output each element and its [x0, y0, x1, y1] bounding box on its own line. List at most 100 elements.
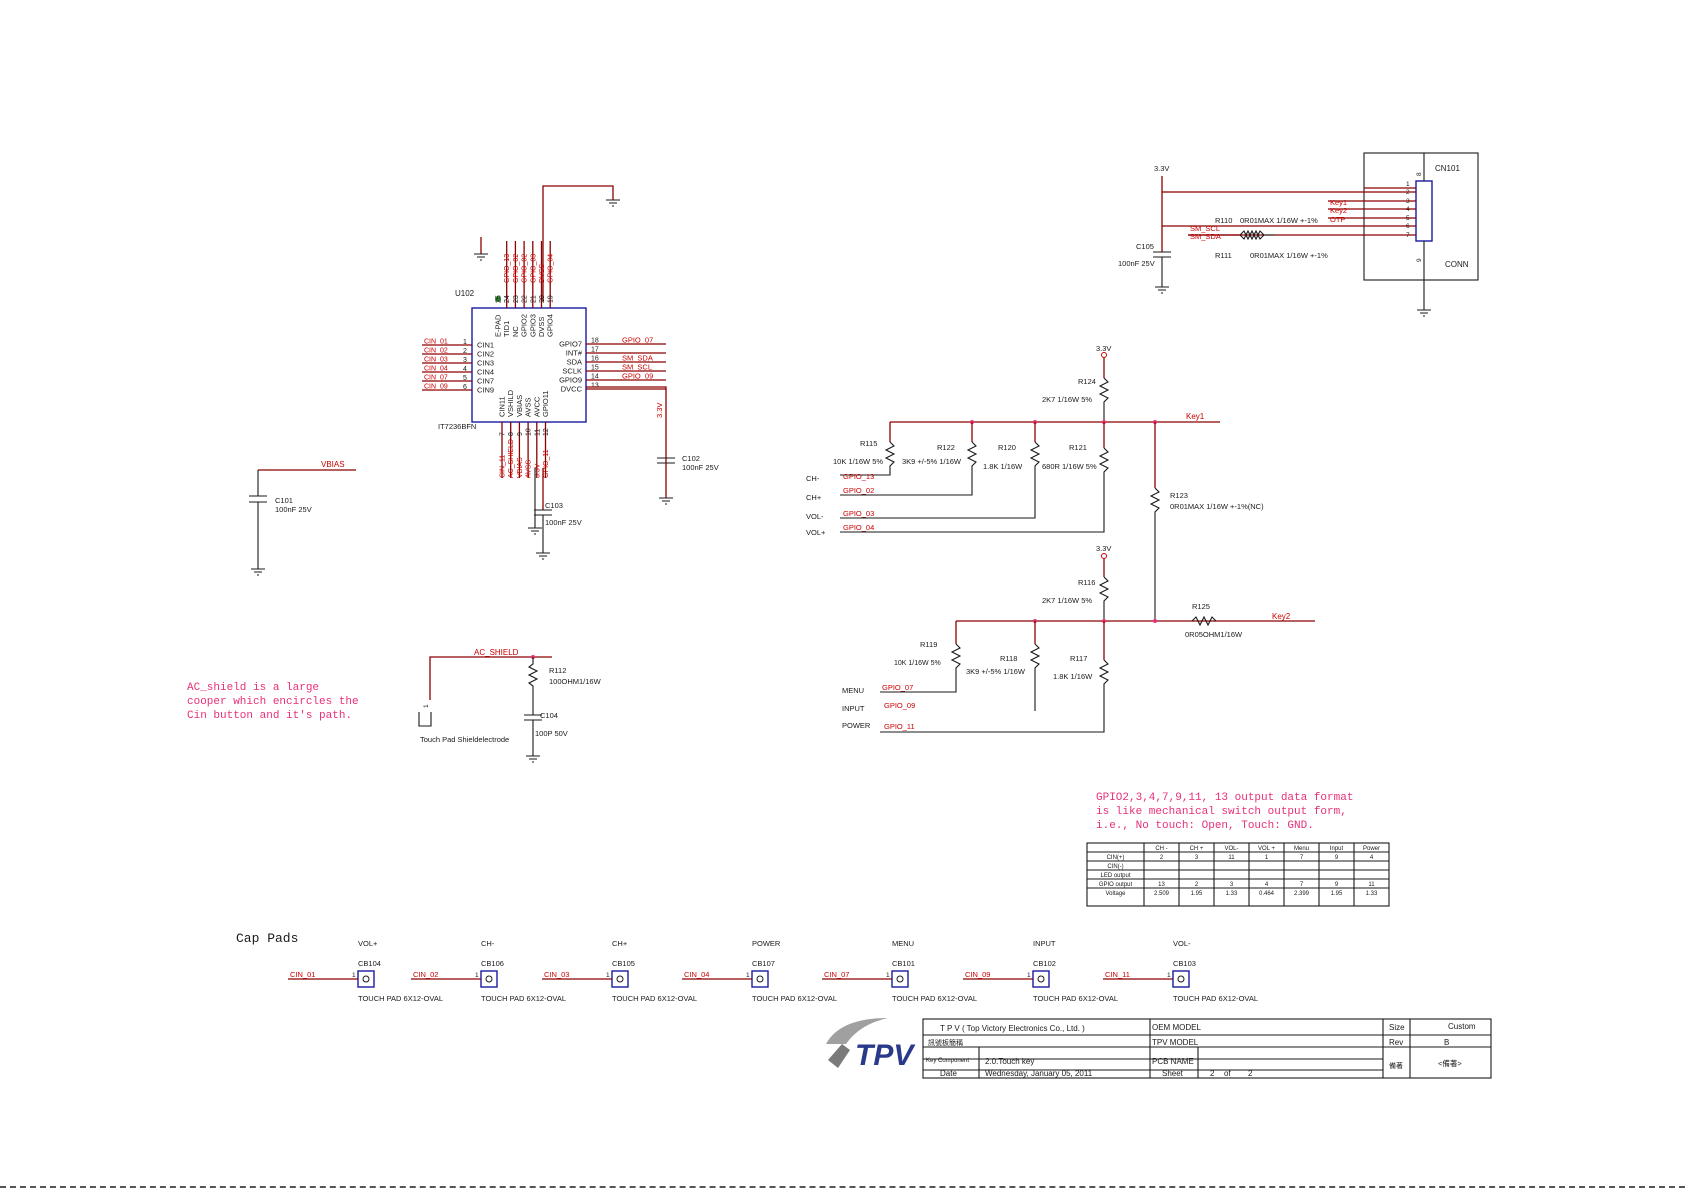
ac-shield-group: AC_SHIELD R112 100OHM1/16W C104 100P 50V…	[418, 648, 602, 763]
u102-pin-num-3: 3	[463, 357, 467, 364]
u102-pin-num-11: 11	[534, 429, 541, 436]
tb-note-value: <備著>	[1438, 1058, 1462, 1068]
u102-pin-name-nc: NC	[511, 326, 520, 337]
u102-pin-name-avss: AVSS	[524, 398, 533, 417]
u102-pin-name-int: INT#	[566, 349, 583, 358]
cap-pad-pin: 1	[475, 972, 479, 979]
ladder1-row-label-ch-plus: CH+	[806, 493, 822, 502]
table-cell: 0.464	[1259, 891, 1275, 897]
gpio-note-line-1: GPIO2,3,4,7,9,11, 13 output data format	[1096, 792, 1353, 804]
c103-ref: C103	[545, 501, 563, 510]
c101-ref: C101	[275, 496, 293, 505]
ladder1-row-label-vol-minus: VOL-	[806, 512, 824, 521]
u102-top-net-5: DVSS	[539, 264, 546, 283]
cap-pad-net: CIN_09	[965, 970, 990, 979]
u102-bottom-net-9: VBIAS	[517, 457, 524, 478]
shield-note-line-3: Cin button and it's path.	[187, 710, 352, 722]
table-header-cell: VOL +	[1258, 846, 1275, 852]
u102-pin-name-vshild: VSHILD	[506, 389, 515, 417]
table-cell: 3	[1230, 882, 1234, 888]
r115-value: 10K 1/16W 5%	[833, 457, 883, 466]
u102-pin-num-16: 16	[591, 356, 599, 363]
cn101-net-sm-scl: SM_SCL	[1190, 224, 1220, 233]
table-header-cell: Menu	[1294, 846, 1309, 852]
u102-top-pins: 25E-PAD24TID1GPIO_1323NCGPIO_0222GPIO2GP…	[494, 241, 555, 337]
tpv-logo: TPV	[826, 1018, 916, 1072]
table-cell: 9	[1335, 882, 1339, 888]
tb-sheets: 2	[1248, 1069, 1253, 1078]
table-header-cell: CH -	[1155, 846, 1167, 852]
cn101-connector: CN101 CONN 8 9 1 2 3 4 5 6 7 Key1 Key2 O…	[1118, 152, 1479, 317]
u102-pin-num-5: 5	[463, 375, 467, 382]
cap-pad-ref: CB103	[1173, 959, 1196, 968]
tb-of-label: of	[1224, 1069, 1231, 1078]
shield-pad-label: Touch Pad Shieldelectrode	[420, 735, 509, 744]
cap-pad-pin: 1	[606, 972, 610, 979]
cap-pad-name: POWER	[752, 939, 781, 948]
r124-value: 2K7 1/16W 5%	[1042, 395, 1092, 404]
cap-pad-name: VOL+	[358, 939, 378, 948]
c102-ref: C102	[682, 454, 700, 463]
r120-ref: R120	[998, 443, 1016, 452]
tpv-logo-text: TPV	[855, 1039, 916, 1072]
r118-ref: R118	[1000, 654, 1017, 663]
dvcc-net: 3.3V C102 100nF 25V	[586, 386, 719, 505]
cap-pad-name: INPUT	[1033, 939, 1056, 948]
u102-net-cin_03: CIN_03	[424, 357, 448, 364]
ac-shield-net: AC_SHIELD	[474, 648, 519, 657]
r110-value: 0R01MAX 1/16W +-1%	[1240, 216, 1318, 225]
dvcc-power-label: 3.3V	[655, 403, 664, 418]
ladder2-row-net-gpio11: GPIO_11	[884, 722, 915, 731]
cn101-ref: CN101	[1435, 164, 1460, 173]
tb-sheet: 2	[1210, 1069, 1215, 1078]
cn101-type: CONN	[1445, 260, 1469, 269]
c101-group: VBIAS C101 100nF 25V	[249, 460, 356, 576]
u102-pin-num-22: 22	[522, 295, 529, 303]
cap-pad-ref: CB107	[752, 959, 775, 968]
tb-tpv-model-label: TPV MODEL	[1152, 1038, 1199, 1047]
tb-date: Wednesday, January 05, 2011	[985, 1069, 1093, 1078]
gpio-note-line-3: i.e., No touch: Open, Touch: GND.	[1096, 820, 1314, 832]
ladder2-row-label-power: POWER	[842, 721, 871, 730]
cap-pads-title: Cap Pads	[236, 931, 298, 946]
r120-value: 1.8K 1/16W	[983, 462, 1023, 471]
tb-key-component-label: Key Component	[926, 1058, 969, 1064]
cap-pad-pin: 1	[352, 972, 356, 979]
r123-ref: R123	[1170, 491, 1188, 500]
r125-ref: R125	[1192, 602, 1210, 611]
cn101-net-key2: Key2	[1330, 206, 1347, 215]
u102-pin-num-25: 25	[496, 295, 503, 303]
table-cell: 2.399	[1294, 891, 1310, 897]
cap-pad-net: CIN_03	[544, 970, 569, 979]
u102-pin-num-17: 17	[591, 347, 599, 354]
cap-pad-net: CIN_07	[824, 970, 849, 979]
r112-value: 100OHM1/16W	[549, 677, 602, 686]
c102-value: 100nF 25V	[682, 463, 719, 472]
u102-pin-num-9: 9	[517, 432, 524, 436]
cap-pad-footprint: TOUCH PAD 6X12-OVAL	[752, 994, 837, 1003]
u102-pin-name-gpio7: GPIO7	[559, 340, 582, 349]
u102-right-net-14: GPIO_09	[622, 372, 653, 381]
title-block: TPV T P V ( Top Victory Electronics Co.,…	[826, 1018, 1492, 1079]
u102-pin-num-10: 10	[526, 428, 533, 436]
u102-pin-name-gpio11: GPIO11	[541, 390, 550, 417]
tb-oem-label: OEM MODEL	[1152, 1023, 1201, 1032]
c104-value: 100P 50V	[535, 729, 568, 738]
cap-pad-ref: CB101	[892, 959, 915, 968]
tb-rev: B	[1444, 1038, 1449, 1047]
r122-value: 3K9 +/-5% 1/16W	[902, 457, 962, 466]
tb-sheet-label: Sheet	[1162, 1069, 1184, 1078]
cn101-pin-1: 1	[1406, 181, 1410, 188]
r111-value: 0R01MAX 1/16W +-1%	[1250, 251, 1328, 260]
r123-value: 0R01MAX 1/16W +-1%(NC)	[1170, 502, 1264, 511]
key2-ladder: 3.3V R116 2K7 1/16W 5% R125 0R05OHM1/16W…	[842, 544, 1315, 733]
ladder1-row-net-gpio02: GPIO_02	[843, 486, 874, 495]
u102-chip: U102 IT7236BFN	[438, 185, 620, 431]
u102-pin-name-e-pad: E-PAD	[494, 314, 503, 337]
